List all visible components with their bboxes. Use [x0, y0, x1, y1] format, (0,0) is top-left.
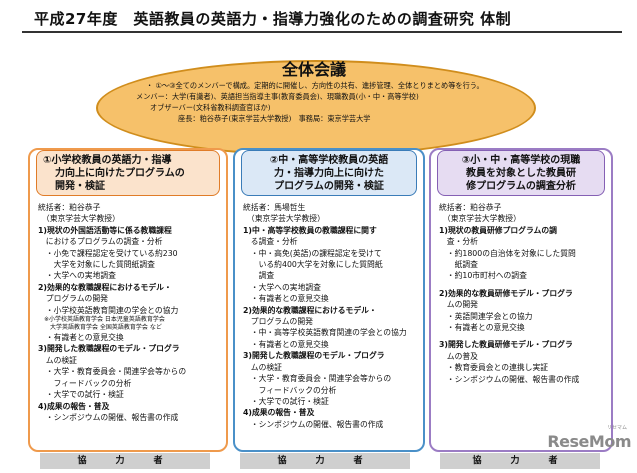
- column-line: 統括者：馬場哲生: [243, 203, 306, 212]
- column-line: 2)効果的な教職課程におけるモデル・: [243, 305, 377, 315]
- column-line: ・シンポジウムの開催、報告書の作成: [243, 419, 384, 429]
- column-line: ムの検証: [38, 355, 77, 365]
- council-line-4: 座長：粕谷恭子(東京学芸大学教授) 事務局：東京学芸大学: [178, 114, 371, 123]
- column-line: る調査・分析: [243, 237, 298, 247]
- column-line: 3)開発した教職課程のモデル・プログラ: [243, 351, 385, 361]
- council-line-3: オブザーバー(文科省教科調査官ほか): [150, 103, 271, 112]
- logo-subtext: リセマム: [606, 425, 627, 431]
- council-line-1: ・ ①～③全てのメンバーで構成。定期的に開催し、方向性の共有、進捗管理、全体とり…: [146, 81, 484, 90]
- cooperator-bar-2: 協 力 者: [240, 453, 410, 469]
- column-inservice-body: 統括者：粕谷恭子 （東京学芸大学教授）1)現状の教員研修プログラムの調 査・分析…: [439, 202, 607, 385]
- column-line: 3)開発した教職課程のモデル・プログラ: [38, 344, 180, 354]
- column-line: ・大学・教育委員会・関連学会等からの: [38, 367, 187, 377]
- column-line: ムの検証: [243, 362, 282, 372]
- column-line: におけるプログラムの調査・分析: [38, 237, 163, 247]
- column-line: 大学英語教育学会 全国英語教育学会 など: [38, 324, 162, 332]
- header-line: ②中・高等学校教員の英語: [269, 155, 389, 166]
- column-line: ・有識者との意見交換: [439, 323, 525, 333]
- column-line: 4)成果の報告・普及: [243, 408, 315, 418]
- header-line: ①小学校教員の英語力・指導: [43, 155, 172, 166]
- column-elementary-header: ①小学校教員の英語力・指導 力向上に向けたプログラムの 開発・検証: [36, 150, 220, 196]
- header-line: 力・指導力向上に向けた: [274, 168, 384, 179]
- header-line: 力向上に向けたプログラムの: [55, 168, 185, 179]
- column-line: ・有識者との意見交換: [243, 294, 329, 304]
- column-line: 2)効果的な教員研修モデル・プログラ: [439, 288, 573, 298]
- column-line: 1)現状の教員研修プログラムの調: [439, 225, 557, 235]
- column-line: 1)現状の外国語活動等に係る教職課程: [38, 225, 172, 235]
- column-inservice-header: ③小・中・高等学校の現職 教員を対象とした教員研 修プログラムの調査分析: [437, 150, 605, 196]
- column-line: ・大学・教育委員会・関連学会等からの: [243, 374, 392, 384]
- column-line: ・小学校英語教育関連の学会との協力: [38, 305, 179, 315]
- header-line: プログラムの開発・検証: [274, 181, 384, 192]
- council-ellipse: [96, 60, 536, 156]
- column-line: ・中・高免(英語)の課程認定を受けて: [243, 248, 382, 258]
- column-line: ・大学への実地調査: [38, 271, 116, 281]
- column-line: 統括者：粕谷恭子: [439, 203, 502, 212]
- column-line: 紙調査: [439, 260, 478, 270]
- column-line: ・大学への実地調査: [243, 282, 321, 292]
- column-secondary-body: 統括者：馬場哲生 （東京学芸大学教授）1)中・高等学校教員の教職課程に関す る調…: [243, 202, 419, 430]
- column-line: ムの開発: [439, 300, 478, 310]
- column-line: いる約400大学を対象にした質問紙: [243, 260, 383, 270]
- cooperator-bar-1: 協 力 者: [40, 453, 210, 469]
- column-line: ※小学校英語教育学会 日本児童英語教育学会: [38, 316, 165, 324]
- column-line: ・シンポジウムの開催、報告書の作成: [38, 412, 179, 422]
- resemom-logo: ReseMom: [547, 432, 631, 451]
- header-line: 開発・検証: [55, 181, 105, 192]
- column-line: 大学を対象にした質問紙調査: [38, 260, 155, 270]
- column-inservice: ③小・中・高等学校の現職 教員を対象とした教員研 修プログラムの調査分析 統括者…: [429, 148, 613, 452]
- header-line: 教員を対象とした教員研: [466, 168, 576, 179]
- column-line: ・約1800の自治体を対象にした質問: [439, 248, 576, 258]
- column-line: ・大学での試行・検証: [38, 390, 124, 400]
- column-elementary: ①小学校教員の英語力・指導 力向上に向けたプログラムの 開発・検証 統括者：粕谷…: [28, 148, 228, 452]
- column-secondary-header: ②中・高等学校教員の英語 力・指導力向上に向けた プログラムの開発・検証: [241, 150, 417, 196]
- column-line: 2)効果的な教職課程におけるモデル・: [38, 282, 172, 292]
- column-line: ・有識者との意見交換: [243, 339, 329, 349]
- column-line: ・約10市町村への調査: [439, 271, 527, 281]
- title-divider: [22, 31, 622, 33]
- column-line: （東京学芸大学教授）: [38, 214, 120, 224]
- column-line: プログラムの開発: [38, 294, 108, 304]
- column-line: ・大学での試行・検証: [243, 396, 329, 406]
- column-line: 調査: [243, 271, 275, 281]
- header-line: ③小・中・高等学校の現職: [461, 155, 581, 166]
- cooperator-bar-3: 協 力 者: [440, 453, 600, 469]
- column-line: フィードバックの分析: [243, 385, 337, 395]
- council-name: 全体会議: [281, 60, 346, 79]
- column-line: フィードバックの分析: [38, 378, 132, 388]
- council-line-2: メンバー：大学(有識者)、英語担当指導主事(教育委員会)、現職教員(小・中・高等…: [136, 92, 419, 101]
- column-line: （東京学芸大学教授）: [243, 214, 325, 224]
- column-line: プログラムの開発: [243, 317, 313, 327]
- page-title: 平成27年度 英語教員の英語力・指導力強化のための調査研究 体制: [34, 10, 512, 28]
- column-line: ・英語関連学会との協力: [439, 311, 533, 321]
- column-line: 査・分析: [439, 237, 478, 247]
- column-line: 3)開発した教員研修モデル・プログラ: [439, 340, 573, 350]
- column-line: 4)成果の報告・普及: [38, 401, 110, 411]
- column-line: ・中・高等学校英語教育関連の学会との協力: [243, 328, 407, 338]
- column-line: 1)中・高等学校教員の教職課程に関す: [243, 225, 377, 235]
- column-secondary: ②中・高等学校教員の英語 力・指導力向上に向けた プログラムの開発・検証 統括者…: [233, 148, 425, 452]
- header-line: 修プログラムの調査分析: [466, 181, 576, 192]
- column-line: ・小免で課程認定を受けている約230: [38, 248, 178, 258]
- column-line: ・シンポジウムの開催、報告書の作成: [439, 374, 580, 384]
- column-elementary-body: 統括者：粕谷恭子 （東京学芸大学教授）1)現状の外国語活動等に係る教職課程 にお…: [38, 202, 222, 423]
- column-line: 統括者：粕谷恭子: [38, 203, 101, 212]
- column-line: （東京学芸大学教授）: [439, 214, 521, 224]
- column-line: ムの普及: [439, 351, 478, 361]
- column-line: ・教育委員会との連携し実証: [439, 363, 549, 373]
- column-line: ・有識者との意見交換: [38, 333, 124, 343]
